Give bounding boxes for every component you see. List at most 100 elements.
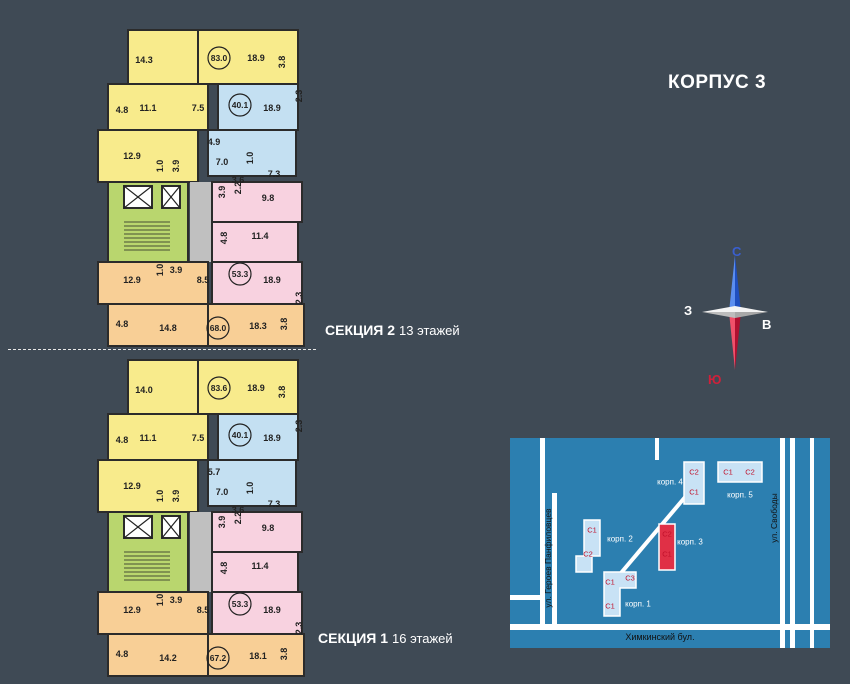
sec1-apt-total: 67.2 [210,653,227,663]
sec2-apt-total-marker [228,262,252,286]
compass-south-label: Ю [708,372,722,387]
sec1-apt-3b [211,551,299,593]
road-panfilovtsev-1 [540,438,545,630]
sec2-room-area: 18.3 [249,321,267,331]
sec1-apt-4b [107,633,209,677]
sec1-room-area: 2.2 [233,512,243,525]
sec2-room-area: 2.3 [294,90,304,103]
sec2-room-area: 1.0 [155,264,165,277]
sec2-room-area: 18.9 [263,103,281,113]
site-map: ул. Героев Панфиловцев ул. СвободыХимкинс… [510,438,830,648]
street-label-svobody: ул. Свободы [769,493,779,543]
sec2-apt-4b [107,303,209,347]
sec2-room-area: 12.9 [123,151,141,161]
section-marker-1: С2 [583,550,593,559]
building-2 [575,519,601,573]
building-label-5: корп. 5 [727,491,753,500]
sec1-room-area: 7.0 [216,487,229,497]
sec1-room-area: 9.8 [262,523,275,533]
road-top-spur [655,438,659,460]
sec1-apt-2b [207,459,297,507]
sec1-room-area: 7.5 [192,433,205,443]
sec2-room-area: 14.3 [135,55,153,65]
sec2-room-area: 7.5 [192,103,205,113]
sec1-apt-3c [211,591,303,635]
sec1-apt-1d [97,459,199,513]
section-marker-2: С1 [605,578,615,587]
section-marker-5: С2 [662,530,672,539]
sec2-apt-total-marker [228,93,252,117]
building-1 [603,571,637,617]
sec2-room-area: 11.4 [251,231,268,241]
sec2-room-area: 7.0 [216,157,229,167]
sec2-apt-total: 40.1 [232,100,249,110]
sec1-room-area: 18.9 [263,433,281,443]
street-label-panfilovtsev: ул. Героев Панфиловцев [543,508,553,608]
sec1-apt-2a [217,413,299,461]
road-panfilovtsev-2 [552,493,557,630]
sec2-apt-1b [197,29,299,85]
sec2-apt-total: 68.0 [210,323,227,333]
section-marker-6: С1 [662,550,672,559]
section-marker-8: С1 [689,488,699,497]
sec2-room-area: 1.0 [155,160,165,173]
sec2-room-area: 18.9 [247,53,265,63]
section-marker-7: С2 [689,468,699,477]
sec1-apt-total-marker [228,592,252,616]
sec1-room-area: 5.7 [208,467,221,477]
compass [702,255,768,370]
sec2-room-area: 3.9 [170,265,183,275]
sec2-room-area: 4.8 [219,232,229,245]
sec2-lift-1-cross [123,185,153,209]
section-marker-0: С1 [587,526,597,535]
sec1-apt-total-marker [206,646,230,670]
sec2-apt-4c [207,303,305,347]
sec1-room-area: 4.8 [116,649,129,659]
sec2-apt-total: 53.3 [232,269,249,279]
section-marker-10: С2 [745,468,755,477]
sec1-room-area: 3.9 [217,516,227,529]
street-label-khimkinsky: Химкинский бул. [625,632,694,642]
sec1-room-area: 11.1 [139,433,156,443]
sec1-room-area: 3.8 [277,386,287,399]
sec1-room-area: 4.8 [116,435,129,445]
sec1-room-area: 3.9 [170,595,183,605]
sec2-room-area: 3.9 [171,160,181,173]
section-divider [8,349,316,350]
sec2-room-area: 14.8 [159,323,177,333]
sec1-apt-4c [207,633,305,677]
sec2-apt-2a [217,83,299,131]
section-marker-3: С3 [625,574,635,583]
sec2-room-area: 4.8 [116,319,129,329]
road-svobody-3 [810,438,814,648]
sec1-room-area: 12.9 [123,605,141,615]
sec2-room-area: 2.2 [233,182,243,195]
sec1-room-area: 11.4 [251,561,268,571]
sec2-apt-3c [211,261,303,305]
sec2-room-area: 3.8 [277,56,287,69]
sec1-room-area: 18.1 [249,651,267,661]
building-5 [717,461,763,483]
sec2-apt-total: 83.0 [211,53,228,63]
building-label-2: корп. 2 [607,535,633,544]
sec2-corridor [190,182,212,262]
building-label-1: корп. 1 [625,600,651,609]
sec1-room-area: 12.9 [123,481,141,491]
sec2-room-area: 1.0 [245,152,255,165]
sec2-room-area: 12.9 [123,275,141,285]
sec1-apt-total: 83.6 [211,383,228,393]
sec2-room-area: 8.5 [197,275,210,285]
sec2-room-area: 3.6 [232,175,245,185]
sec1-room-area: 2.3 [294,622,304,635]
sec1-room-area: 3.9 [171,490,181,503]
compass-west-label: З [684,303,693,318]
road-left-spur [510,595,540,600]
sec2-lift-2-cross [161,185,181,209]
section-1-floors: 16 этажей [392,631,453,646]
sec1-room-area: 14.2 [159,653,177,663]
sec2-apt-total-marker [207,46,231,70]
building-4 [683,461,705,505]
compass-east-label: В [762,317,772,332]
